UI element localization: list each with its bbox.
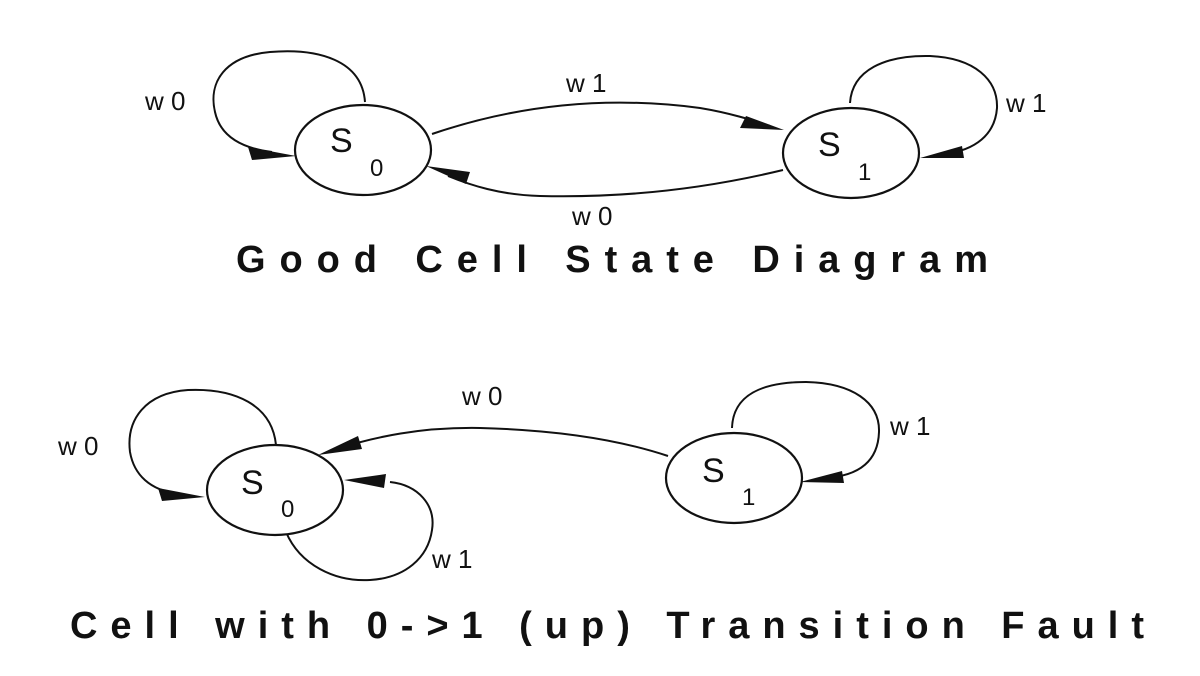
fault-state-s1-node — [664, 431, 804, 525]
fault-s1-letter: S — [702, 452, 725, 490]
good-s1-self-loop — [849, 54, 999, 155]
good-s1-to-s0-label: w 0 — [571, 201, 612, 231]
fault-s0-index: 0 — [281, 496, 294, 523]
good-s1-self-label: w 1 — [1005, 88, 1046, 118]
good-s0-index: 0 — [370, 155, 383, 182]
fault-s1-to-s0-edge — [339, 426, 669, 457]
fault-s0-top-self-loop — [128, 388, 277, 495]
good-s1-to-s0-arrowhead — [426, 166, 470, 184]
good-s1-to-s0-edge — [447, 169, 784, 198]
good-s1-self-loop-arrowhead — [920, 146, 964, 158]
fault-s0-top-self-label: w 0 — [57, 431, 98, 461]
fault-s1-to-s0-arrowhead — [318, 436, 362, 455]
good-state-s1-node — [781, 106, 921, 200]
fault-s1-index: 1 — [742, 484, 755, 511]
good-s0-self-loop-arrowhead — [248, 147, 296, 160]
good-state-s0-node — [293, 103, 433, 197]
good-s0-self-label: w 0 — [144, 86, 185, 116]
fault-s0-bottom-self-loop-arrowhead — [344, 474, 386, 488]
fault-state-s0-node — [205, 443, 345, 537]
good-s0-to-s1-arrowhead — [740, 116, 784, 130]
fault-s0-top-self-loop-arrowhead — [158, 488, 205, 501]
good-cell-diagram: S 0 S 1 w 0 w 1 w 0 w 1 Good Cell State … — [144, 50, 1046, 281]
good-s0-to-s1-label: w 1 — [565, 68, 606, 98]
fault-s0-letter: S — [241, 464, 264, 502]
fault-s0-bottom-self-label: w 1 — [431, 544, 472, 574]
good-s0-letter: S — [330, 122, 353, 160]
fault-diagram-title: Cell with 0->1 (up) Transition Fault — [70, 605, 1144, 647]
good-s1-index: 1 — [858, 159, 871, 186]
good-s0-self-loop — [212, 50, 366, 153]
good-s0-to-s1-edge — [431, 101, 771, 135]
good-diagram-title: Good Cell State Diagram — [236, 239, 988, 281]
fault-s1-self-label: w 1 — [889, 411, 930, 441]
fault-s0-bottom-self-loop — [285, 481, 434, 582]
good-s1-letter: S — [818, 126, 841, 164]
fault-s1-self-loop — [731, 380, 881, 479]
fault-cell-diagram: S 0 S 1 w 0 w 1 w 0 w 1 Cell with 0->1 (… — [57, 380, 1144, 647]
fault-s1-self-loop-arrowhead — [800, 471, 844, 483]
fault-s1-to-s0-label: w 0 — [461, 381, 502, 411]
